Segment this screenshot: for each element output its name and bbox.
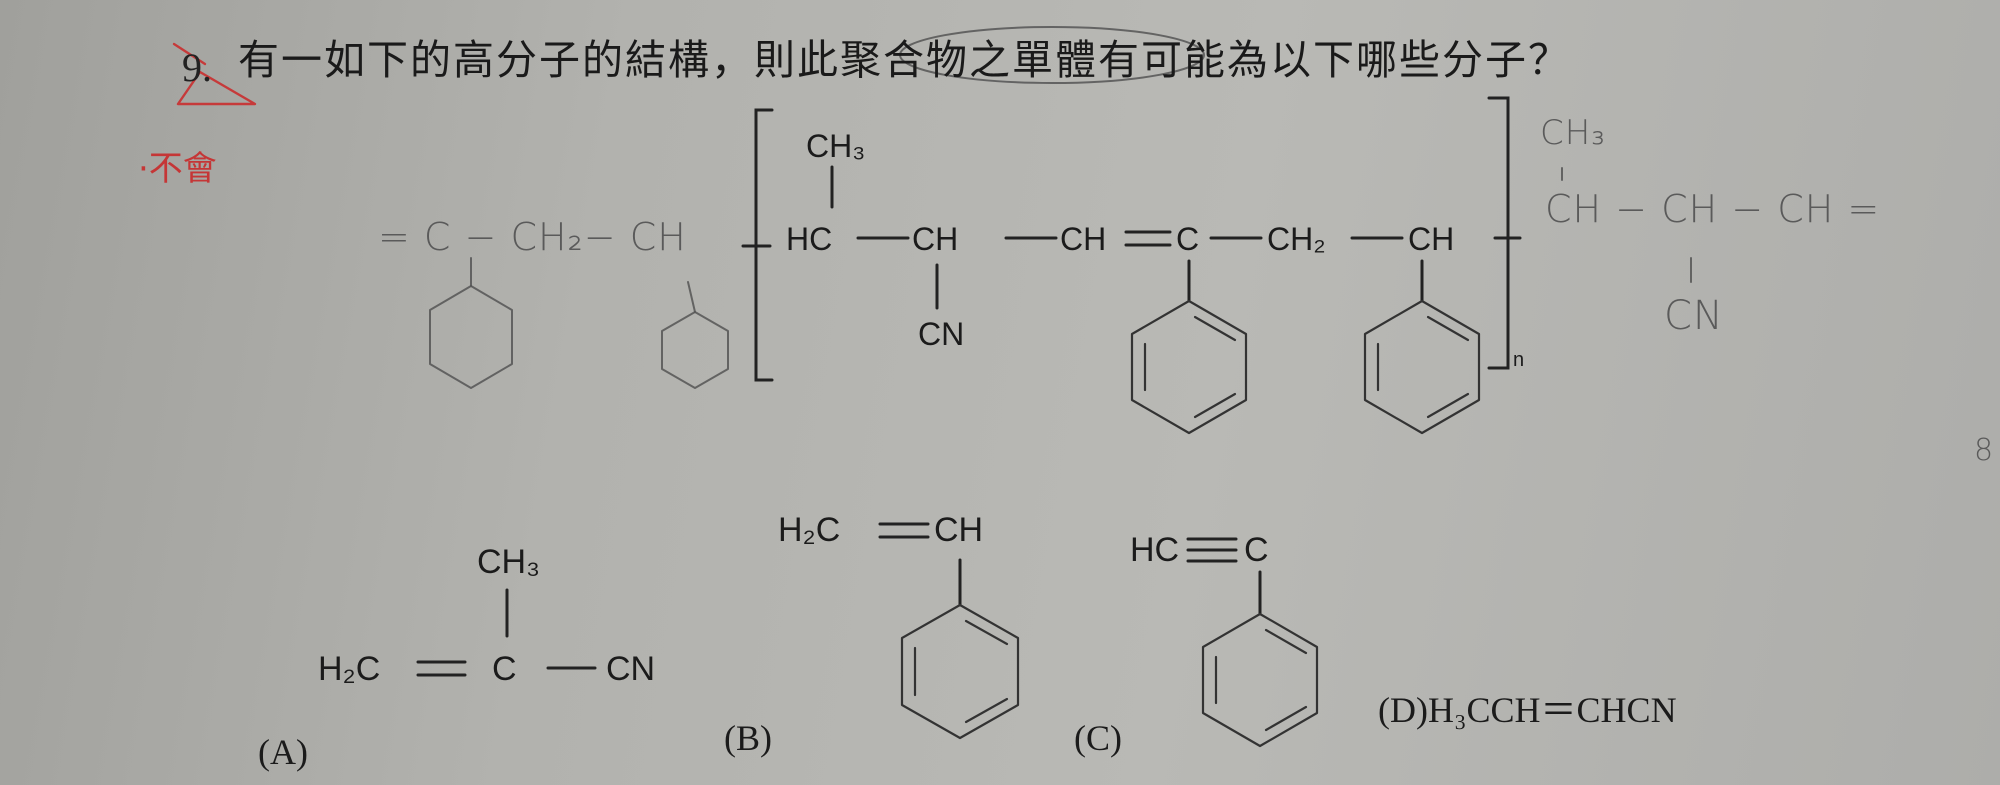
option-c-c: C (1244, 531, 1269, 569)
polymer-benzene-ring-2 (1363, 299, 1481, 435)
question-text: 有一如下的高分子的結構，則此聚合物之單體有可能為以下哪些分子？ (238, 36, 1571, 84)
pencil-right-cn: CN (1664, 293, 1724, 339)
option-a-cn: CN (606, 650, 656, 688)
polymer-atom-hc: HC (786, 221, 833, 257)
polymer-atom-c-alkene: C (1176, 221, 1200, 257)
polymer-bonds (830, 165, 1424, 310)
option-b-letter[interactable]: (B) (724, 718, 772, 758)
option-c-letter[interactable]: (C) (1074, 718, 1122, 758)
pencil-right-chain: CH − CH − CH = (1545, 187, 1881, 231)
red-correction-triangle (172, 42, 257, 106)
question-number: 9. (182, 45, 212, 90)
pencil-sketch-right (1561, 167, 1692, 283)
polymer-atom-ch-alkene: CH (1060, 221, 1107, 257)
polymer-repeat-subscript: n (1513, 349, 1525, 371)
pencil-circle-monomer (899, 26, 1205, 84)
polymer-ch3-top: CH₃ (806, 128, 866, 164)
margin-mark: 8 (1974, 433, 1995, 468)
polymer-cn-substituent: CN (918, 316, 965, 352)
option-b-ch: CH (934, 511, 984, 549)
option-a-bonds (416, 588, 597, 677)
option-d-formula[interactable]: (D)H₃CCH＝CHCN (1378, 690, 1677, 730)
polymer-brackets (741, 96, 1522, 382)
option-b-h2c: H₂C (778, 511, 841, 549)
pencil-sketch-left (429, 257, 729, 389)
option-a-ch3: CH₃ (477, 543, 540, 581)
pencil-right-ch3: CH₃ (1540, 113, 1606, 153)
option-c-hc: HC (1130, 531, 1180, 569)
pencil-left-chain: = C − CH₂− CH (378, 215, 687, 259)
polymer-atom-ch2: CH₂ (1267, 221, 1326, 257)
option-b-structure (878, 522, 1020, 740)
polymer-atom-ch-cn: CH (912, 221, 959, 257)
polymer-benzene-ring-1 (1130, 299, 1248, 435)
option-a-h2c: H₂C (318, 650, 381, 688)
option-a-letter[interactable]: (A) (258, 732, 308, 772)
option-a-c: C (492, 650, 517, 688)
option-c-structure (1186, 537, 1319, 748)
polymer-atom-ch-end: CH (1408, 221, 1455, 257)
red-note-dont-know: ·不會 (138, 149, 217, 189)
